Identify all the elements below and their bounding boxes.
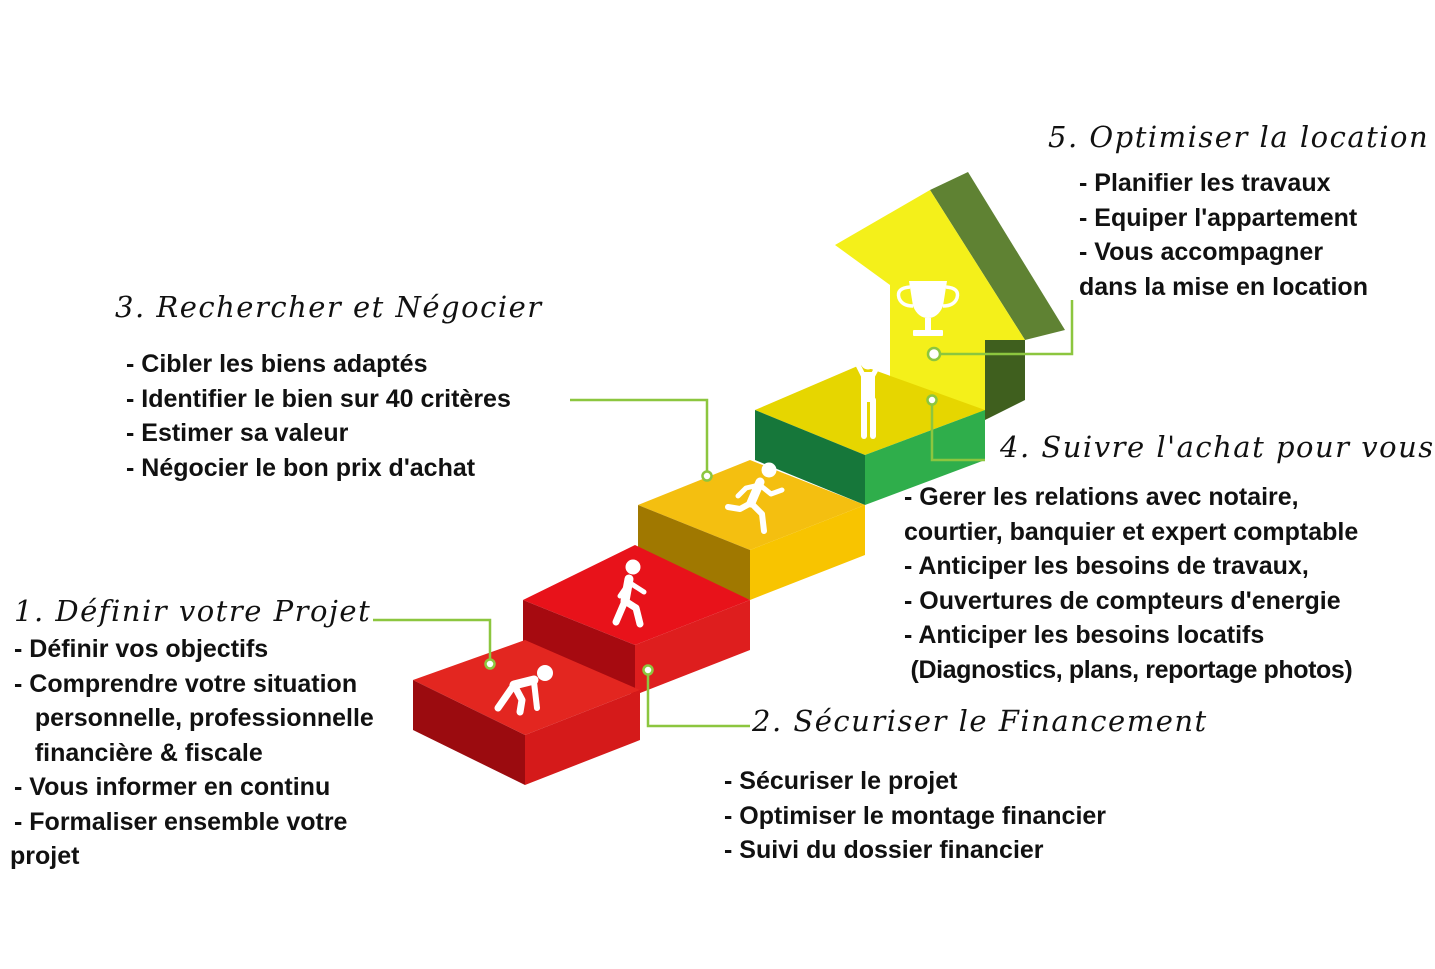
step-1-top [413,640,640,735]
list-item: - Comprendre votre situation [14,669,358,698]
step-3-block: 3. Rechercher et Négocier [115,290,543,324]
list-item: - Cibler les biens adaptés [126,350,428,378]
list-item: (Diagnostics, plans, reportage photos) [904,655,1353,684]
step-2-front-face [635,600,750,695]
trophy-icon [896,281,960,336]
step-2-left-face [523,600,635,695]
step-1-block: 1. Définir votre Projet - Définir vos ob… [10,594,374,874]
list-item: - Vous informer en continu [14,773,331,801]
connector-step-2 [646,670,750,728]
step-4-block: 4. Suivre l'achat pour vous [1000,430,1435,464]
step-2-top [523,545,750,645]
step-2-title: 2. Sécuriser le Financement [752,704,1208,738]
list-item: - Sécuriser le projet [724,767,958,795]
list-item: - Planifier les travaux [1079,169,1331,197]
step-4-left-face [755,410,865,505]
list-item: - Négocier le bon prix d'achat [126,453,476,482]
step-5-items: - Planifier les travaux - Equiper l'appa… [1079,166,1368,304]
list-item: - Ouvertures de compteurs d'energie [904,586,1341,615]
connector-dot-step-4 [926,394,938,406]
connector-step-4 [930,400,985,462]
step-1-items: - Définir vos objectifs - Comprendre vot… [10,632,374,874]
list-item: personnelle, professionnelle [14,704,374,732]
list-item: - Anticiper les besoins de travaux, [904,552,1309,580]
connector-dot-step-5 [926,346,942,362]
step-1-title: 1. Définir votre Projet [14,594,372,628]
list-item: - Identifier le bien sur 40 critères [126,384,511,413]
list-item: - Formaliser ensemble votre [14,807,348,836]
connector-dot-step-2 [642,664,654,676]
connector-dot-step-1 [484,658,496,670]
step-4-title: 4. Suivre l'achat pour vous [1000,430,1435,464]
list-item: - Vous accompagner [1079,238,1324,266]
staircase-diagram [373,172,1074,785]
step-1-front-face [525,690,640,785]
step-5-title: 5. Optimiser la location [1048,120,1430,154]
list-item: - Optimiser le montage financier [724,801,1107,830]
step-3-title: 3. Rechercher et Négocier [115,290,543,324]
step-4-front-face [865,410,985,505]
arrow-side-face [930,172,1065,340]
step-2-block: 2. Sécuriser le Financement [752,704,1208,738]
connector-step-1 [373,618,492,664]
list-item: financière & fiscale [14,738,263,767]
connector-step-5 [940,300,1074,356]
list-item: - Définir vos objectifs [14,635,269,663]
walking-person-icon [612,559,647,628]
running-person-icon [725,462,785,534]
step-4-items: - Gerer les relations avec notaire, cour… [904,480,1358,687]
step-3-front-face [750,505,865,600]
crouching-start-runner-icon [494,665,553,716]
arrow-shaft-side-face [985,340,1025,420]
list-item: - Estimer sa valeur [126,419,349,447]
step-3-items: - Cibler les biens adaptés - Identifier … [126,347,511,485]
list-item: - Suivi du dossier financier [724,836,1044,864]
step-5-block: 5. Optimiser la location [1048,120,1429,154]
connector-dot-step-3 [701,470,713,482]
list-item: courtier, banquier et expert comptable [904,517,1359,546]
connector-step-3 [570,398,709,476]
list-item: - Anticiper les besoins locatifs [904,621,1265,649]
list-item: projet [10,842,80,870]
list-item: - Equiper l'appartement [1079,203,1358,232]
step-2-items: - Sécuriser le projet - Optimiser le mon… [724,764,1106,868]
list-item: - Gerer les relations avec notaire, [904,483,1299,511]
list-item: dans la mise en location [1079,272,1368,301]
step-3-left-face [638,505,750,600]
victory-person-icon [850,352,887,439]
step-1-left-face [413,680,525,785]
